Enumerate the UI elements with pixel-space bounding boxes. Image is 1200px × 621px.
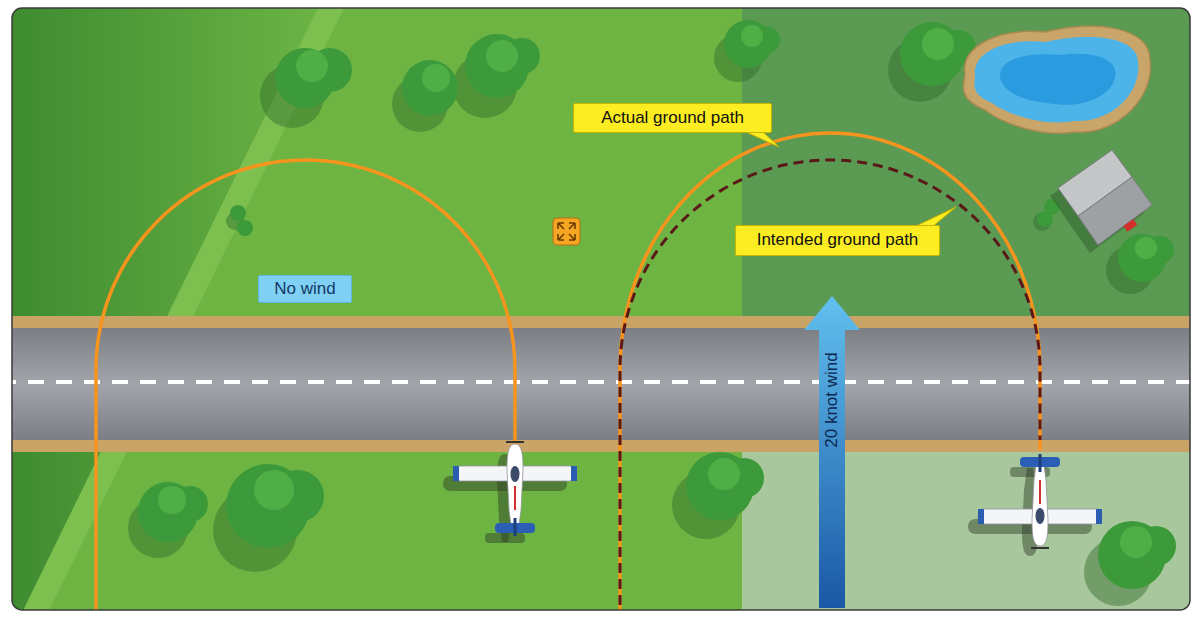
tree-highlight [1135,237,1157,259]
wingtip [1096,509,1102,524]
actual-ground-path [620,133,1040,610]
label-text: Actual ground path [601,109,744,128]
wingtip [978,509,984,524]
path-label: Actual ground path [573,103,772,133]
wind-arrow-shape [804,296,860,608]
fuselage-stripe [514,486,516,510]
fuselage-stripe [1039,480,1041,504]
wind-label: 20 knot wind [822,352,842,447]
tree-highlight [922,28,954,60]
intended-ground-path [620,160,1040,610]
propeller [506,441,524,443]
tree-crown [230,205,246,221]
airplane [978,454,1102,548]
house [1050,150,1152,253]
icon-background [553,218,580,245]
wingtip [571,466,577,481]
tree-crown [237,220,253,236]
tree [714,20,780,82]
tree [213,464,324,572]
tree [672,452,764,539]
airplane-wing [453,466,577,481]
runway-shoulder [12,316,1190,452]
airplane-wing [978,509,1102,524]
tree [128,482,208,558]
tree-highlight [708,458,740,490]
tree [1106,234,1174,294]
airplane [453,442,577,536]
field-dark-patch [742,8,1190,320]
no-wind-ground-path [96,160,515,610]
tree [260,48,352,128]
tree-highlight [486,40,518,72]
tree-highlight [422,64,450,92]
tree-crown [1037,211,1053,227]
condition-label: No wind [258,275,352,303]
airplane-canopy [511,466,520,482]
label-text: Intended ground path [757,231,919,250]
expand-icon [553,218,580,245]
field-strip [18,8,348,610]
shadow-tail [485,533,525,543]
house-roof [1078,177,1152,245]
tree [888,22,976,102]
tree-highlight [158,486,186,514]
tree [1084,521,1176,606]
wingtip [453,466,459,481]
airplane-canopy [1036,508,1045,524]
vertical-fin [514,518,517,536]
runway-centerline [12,380,1190,384]
wind-arrow: 20 knot wind [804,296,860,608]
pond [963,26,1150,133]
label-text: No wind [274,280,335,299]
propeller [1031,547,1049,549]
runway [12,328,1190,440]
icon-arrows [558,223,575,240]
tree-crown [402,60,458,116]
leader-pointer [914,207,956,227]
field-light-patch [742,450,1190,610]
wind-arrow-body [804,296,860,608]
path-label: Intended ground path [735,225,940,256]
tree-highlight [741,25,763,47]
frame-border [12,8,1190,610]
tree [226,205,253,236]
tree [392,34,540,132]
pond-deep-water [1000,54,1116,105]
leader-pointer [744,131,779,147]
tree-highlight [296,50,328,82]
vertical-fin [1039,454,1042,472]
tree-highlight [254,470,294,510]
pond-water [974,37,1138,122]
house-door [1123,219,1137,232]
pond-bank [963,26,1150,133]
tree-highlight [1120,526,1152,558]
